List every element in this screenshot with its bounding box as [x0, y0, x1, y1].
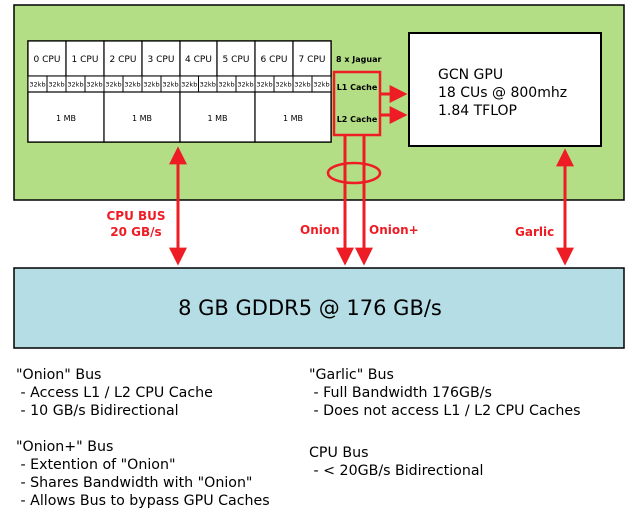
cpu-bus-label-line1: CPU BUS	[106, 209, 165, 223]
l2-block-label: 1 MB	[283, 114, 303, 123]
gpu-title: GCN GPU	[438, 67, 503, 83]
onion-plus-notes: "Onion+" Bus - Extention of "Onion" - Sh…	[16, 438, 270, 510]
l2-block	[254, 91, 332, 143]
l1-cell-label: 32kb	[162, 81, 178, 89]
gpu-box	[408, 32, 602, 147]
onion-plus-notes-item: - Shares Bandwidth with "Onion"	[16, 475, 253, 491]
cpu-label: 7 CPU	[299, 55, 326, 65]
l2-cache-label: L2 Cache	[337, 115, 378, 124]
memory-box	[13, 267, 625, 349]
l1-cell-label: 32kb	[256, 81, 272, 89]
garlic-notes-title: "Garlic" Bus	[309, 367, 394, 383]
l1-cell-label: 32kb	[86, 81, 102, 89]
l2-row: 1 MB 1 MB 1 MB 1 MB	[27, 91, 332, 143]
jaguar-label: 8 x Jaguar	[336, 55, 381, 64]
gpu-cus: 18 CUs @ 800mhz	[438, 85, 567, 101]
l2-block-label: 1 MB	[207, 114, 227, 123]
cpu-label: 1 CPU	[72, 55, 99, 65]
l1-cell-label: 32kb	[294, 81, 310, 89]
l1-cell-label: 32kb	[67, 81, 83, 89]
cpu-cell	[216, 40, 256, 77]
garlic-notes-item: - Does not access L1 / L2 CPU Caches	[309, 403, 581, 419]
cpu-label: 2 CPU	[110, 55, 137, 65]
l1-cell-label: 32kb	[143, 81, 159, 89]
cpu-row: 0 CPU 1 CPU 2 CPU 3 CPU 4 CPU 5 CPU 6 CP…	[27, 40, 332, 77]
l1-cell-label: 32kb	[275, 81, 291, 89]
gpu-tflop: 1.84 TFLOP	[438, 103, 517, 119]
cpu-label: 5 CPU	[223, 55, 250, 65]
cpu-bus-notes-item: - < 20GB/s Bidirectional	[309, 463, 484, 479]
l2-block-label: 1 MB	[132, 114, 152, 123]
cpu-label: 0 CPU	[34, 55, 61, 65]
cpu-label: 4 CPU	[185, 55, 212, 65]
l1-cell-label: 32kb	[218, 81, 234, 89]
l1-cell-label: 32kb	[181, 81, 197, 89]
l1-cell-label: 32kb	[237, 81, 253, 89]
l1-row: 32kb 32kb 32kb 32kb 32kb 32kb 32kb 32kb …	[27, 75, 332, 93]
onion-notes-item: - 10 GB/s Bidirectional	[16, 403, 179, 419]
onion-plus-label: Onion+	[369, 223, 419, 237]
cpu-cell	[292, 40, 332, 77]
onion-plus-notes-item: - Extention of "Onion"	[16, 457, 176, 473]
cpu-bus-notes-title: CPU Bus	[309, 445, 369, 461]
l1-cell-label: 32kb	[124, 81, 140, 89]
l1-cell-label: 32kb	[48, 81, 64, 89]
l1-cell-label: 32kb	[200, 81, 216, 89]
architecture-diagram: 0 CPU 1 CPU 2 CPU 3 CPU 4 CPU 5 CPU 6 CP…	[13, 4, 625, 349]
cpu-cell	[141, 40, 181, 77]
l2-block	[179, 91, 256, 143]
onion-notes-item: - Access L1 / L2 CPU Cache	[16, 385, 213, 401]
onion-notes-title: "Onion" Bus	[16, 367, 102, 383]
onion-notes: "Onion" Bus - Access L1 / L2 CPU Cache -…	[16, 366, 213, 420]
l2-block	[103, 91, 181, 143]
l1-cell-label: 32kb	[313, 81, 329, 89]
garlic-label: Garlic	[515, 225, 554, 239]
onion-ring	[326, 161, 382, 185]
onion-plus-notes-item: - Allows Bus to bypass GPU Caches	[16, 493, 270, 509]
garlic-notes-item: - Full Bandwidth 176GB/s	[309, 385, 492, 401]
l1-cell-label: 32kb	[105, 81, 121, 89]
cpu-bus-notes: CPU Bus - < 20GB/s Bidirectional	[309, 444, 483, 480]
cache-box	[332, 70, 382, 137]
l1-cell-label: 32kb	[29, 81, 45, 89]
cpu-label: 3 CPU	[148, 55, 175, 65]
onion-plus-notes-title: "Onion+" Bus	[16, 439, 114, 455]
l1-cache-label: L1 Cache	[337, 83, 378, 92]
l2-block-label: 1 MB	[56, 114, 76, 123]
garlic-notes: "Garlic" Bus - Full Bandwidth 176GB/s - …	[309, 366, 580, 420]
cpu-bus-label-line2: 20 GB/s	[110, 225, 161, 239]
memory-label: 8 GB GDDR5 @ 176 GB/s	[178, 296, 442, 320]
cpu-label: 6 CPU	[261, 55, 288, 65]
onion-label: Onion	[300, 223, 340, 237]
